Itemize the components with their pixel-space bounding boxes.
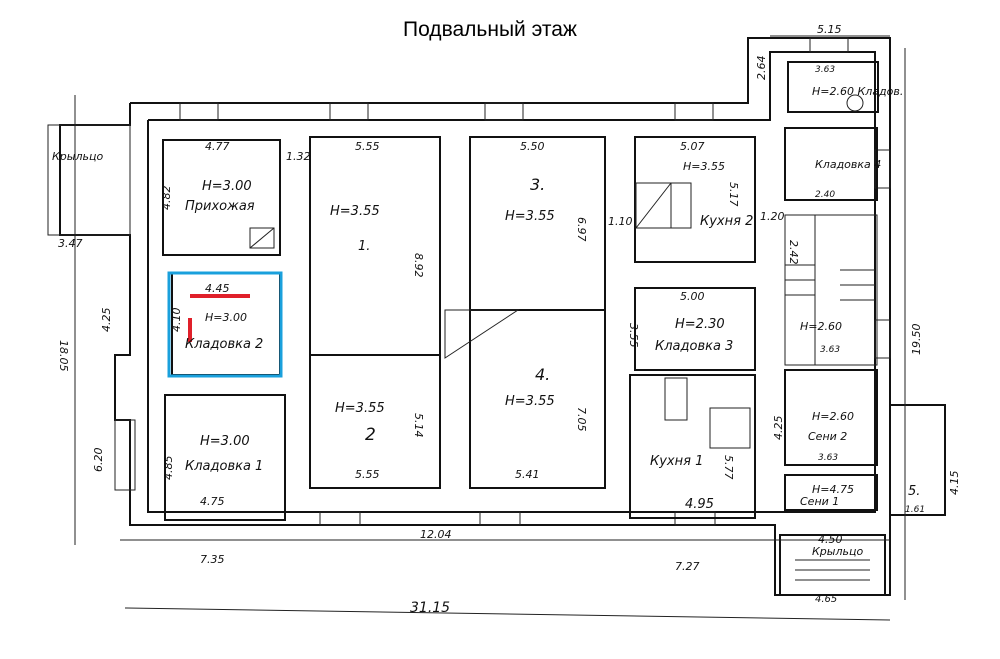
room-boiler [787,61,879,113]
dim-hallway2-w: 3.63 [818,453,838,463]
dim-room1-w: 5.55 [355,140,380,153]
dim-storage2-d: 4.10 [170,308,183,333]
dim-seg-mid: 12.04 [420,528,452,541]
storage2-name: Кладовка 2 [185,337,263,352]
rooms [162,61,879,521]
room-1 [309,136,441,356]
room-hallway-2 [784,369,878,466]
dim-storage1-d: 4.85 [162,456,175,481]
kitchen2-height: H=3.55 [683,160,725,173]
porch-outline [779,534,886,596]
room4-height: H=3.55 [505,394,555,409]
dim-boiler-w: 3.63 [815,65,835,75]
room3-name: 3. [530,175,545,194]
room4-name: 4. [535,365,550,384]
dim-wall-110: 1.10 [608,215,633,228]
left-porch-name: Крыльцо [52,150,103,163]
boiler-name: H=2.60 Кладов. [812,85,903,98]
dim-room1-d: 8.92 [412,253,425,278]
hallway1-name: Сени 1 [800,495,839,508]
dim-wall-120: 1.20 [760,210,785,223]
hallway2-height: H=2.60 [812,410,854,423]
storage2-height: H=3.00 [205,311,247,324]
hall-name: Прихожая [185,199,255,214]
dim-room3-d: 6.97 [575,217,588,242]
stairs-height: H=2.60 [800,320,842,333]
dim-wall-132: 1.32 [286,150,311,163]
room-4 [469,309,606,489]
room-kitchen-2 [634,136,756,263]
storage3-name: Кладовка 3 [655,339,733,354]
dim-storage4-w: 2.40 [815,190,835,200]
storage3-height: H=2.30 [675,317,725,332]
dim-storage3-d: 3.55 [627,323,640,348]
room2-name: 2 [365,425,376,445]
kitchen1-name: Кухня 1 [650,454,703,469]
kitchen2-name: Кухня 2 [700,214,753,229]
page-title: Подвальный этаж [403,18,577,41]
room2-height: H=3.55 [335,401,385,416]
dim-kitchen2-d: 5.17 [727,182,740,207]
room-storage-4 [784,127,878,201]
dim-left-6-20: 6.20 [92,448,105,473]
windows [179,37,891,526]
dim-storage3-w: 5.00 [680,290,705,303]
dim-left-height: 18.05 [57,340,70,372]
dim-wing-side: 2.64 [755,56,768,81]
dim-hall-w: 4.77 [205,140,230,153]
dim-kitchen2-w: 5.07 [680,140,705,153]
dim-storage1-w: 4.75 [200,495,225,508]
hallway1-height: H=4.75 [812,483,854,496]
dim-storage2-w: 4.45 [205,282,230,295]
storage4-name: Кладовка 4 [815,158,881,171]
dim-room5-w: 1.61 [905,505,925,515]
dim-hallway2-d: 4.25 [772,416,785,441]
room-storage-1 [164,394,286,521]
dim-room3-w: 5.50 [520,140,545,153]
highlight-box [167,271,283,378]
porch-name: Крыльцо [812,545,863,558]
dim-room2-w: 5.55 [355,468,380,481]
dim-side-415: 4.15 [948,471,961,496]
dim-room2-d: 5.14 [412,413,425,438]
left-porch [47,124,131,236]
dim-room4-w: 5.41 [515,468,540,481]
hall-height: H=3.00 [202,179,252,194]
dim-porch-w: 4.50 [818,533,843,546]
dim-porch-left: 3.47 [58,237,83,250]
dimension-lines [74,35,906,621]
dim-wing-top: 5.15 [817,23,842,36]
room-5-outline [889,404,946,516]
staircase [784,214,878,366]
room-kitchen-1 [629,374,756,519]
dim-seg-left: 7.35 [200,553,225,566]
dim-left-4-25: 4.25 [100,308,113,333]
room-hallway-1 [784,474,878,511]
dim-stairs-w: 3.63 [820,345,840,355]
room-storage-3 [634,287,756,371]
dim-seg-right: 7.27 [675,560,700,573]
dim-kitchen1-d: 5.77 [722,455,735,480]
storage1-name: Кладовка 1 [185,459,263,474]
dim-hall-d: 4.82 [160,186,173,211]
dim-total-length: 31.15 [410,600,450,616]
dim-right-height: 19.50 [910,324,923,356]
room-hall [162,139,281,256]
room3-height: H=3.55 [505,209,555,224]
room5-name: 5. [908,484,920,499]
storage1-height: H=3.00 [200,434,250,449]
outer-walls [47,37,946,596]
dim-kitchen1-w: 4.95 [685,497,714,512]
dim-stairs-d: 2.42 [787,240,800,265]
room1-name: 1. [358,239,370,254]
dim-porch-w2: 4.65 [815,594,837,605]
room-2 [309,354,441,489]
hallway2-name: Сени 2 [808,430,847,443]
room1-height: H=3.55 [330,204,380,219]
dim-room4-d: 7.05 [575,407,588,432]
